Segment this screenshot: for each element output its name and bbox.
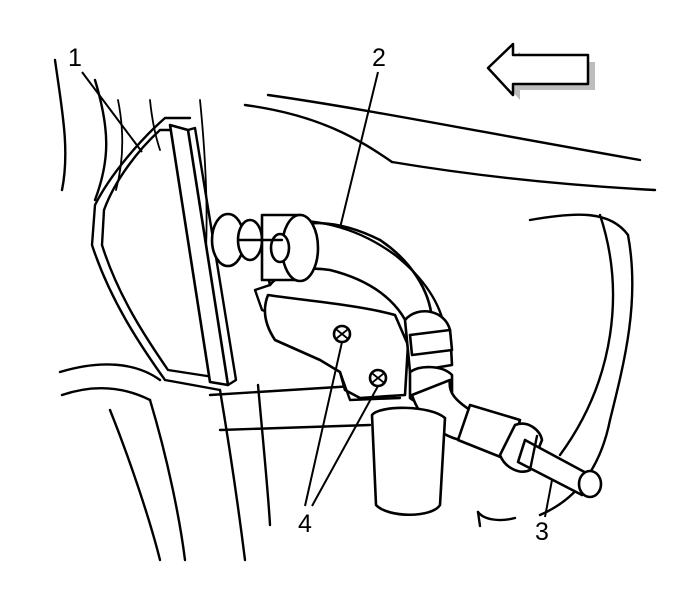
leader-line-4a — [304, 341, 343, 507]
bolt-upper — [332, 324, 352, 344]
callout-2: 2 — [372, 44, 386, 72]
bolt-lower — [368, 368, 388, 388]
leader-lines — [81, 71, 553, 518]
leader-line-3 — [544, 479, 553, 518]
part-2-filter-assembly — [210, 212, 510, 516]
callout-3: 3 — [535, 518, 549, 546]
mounting-bracket — [90, 116, 222, 392]
leader-line-2 — [339, 71, 379, 229]
callout-1: 1 — [68, 44, 82, 72]
background-body-contours — [53, 58, 657, 562]
arrow-left-icon — [486, 42, 595, 100]
leader-line-1 — [81, 71, 143, 153]
leader-line-4b — [311, 385, 379, 507]
part-3-fuel-line — [456, 403, 603, 499]
callout-4: 4 — [298, 510, 312, 538]
